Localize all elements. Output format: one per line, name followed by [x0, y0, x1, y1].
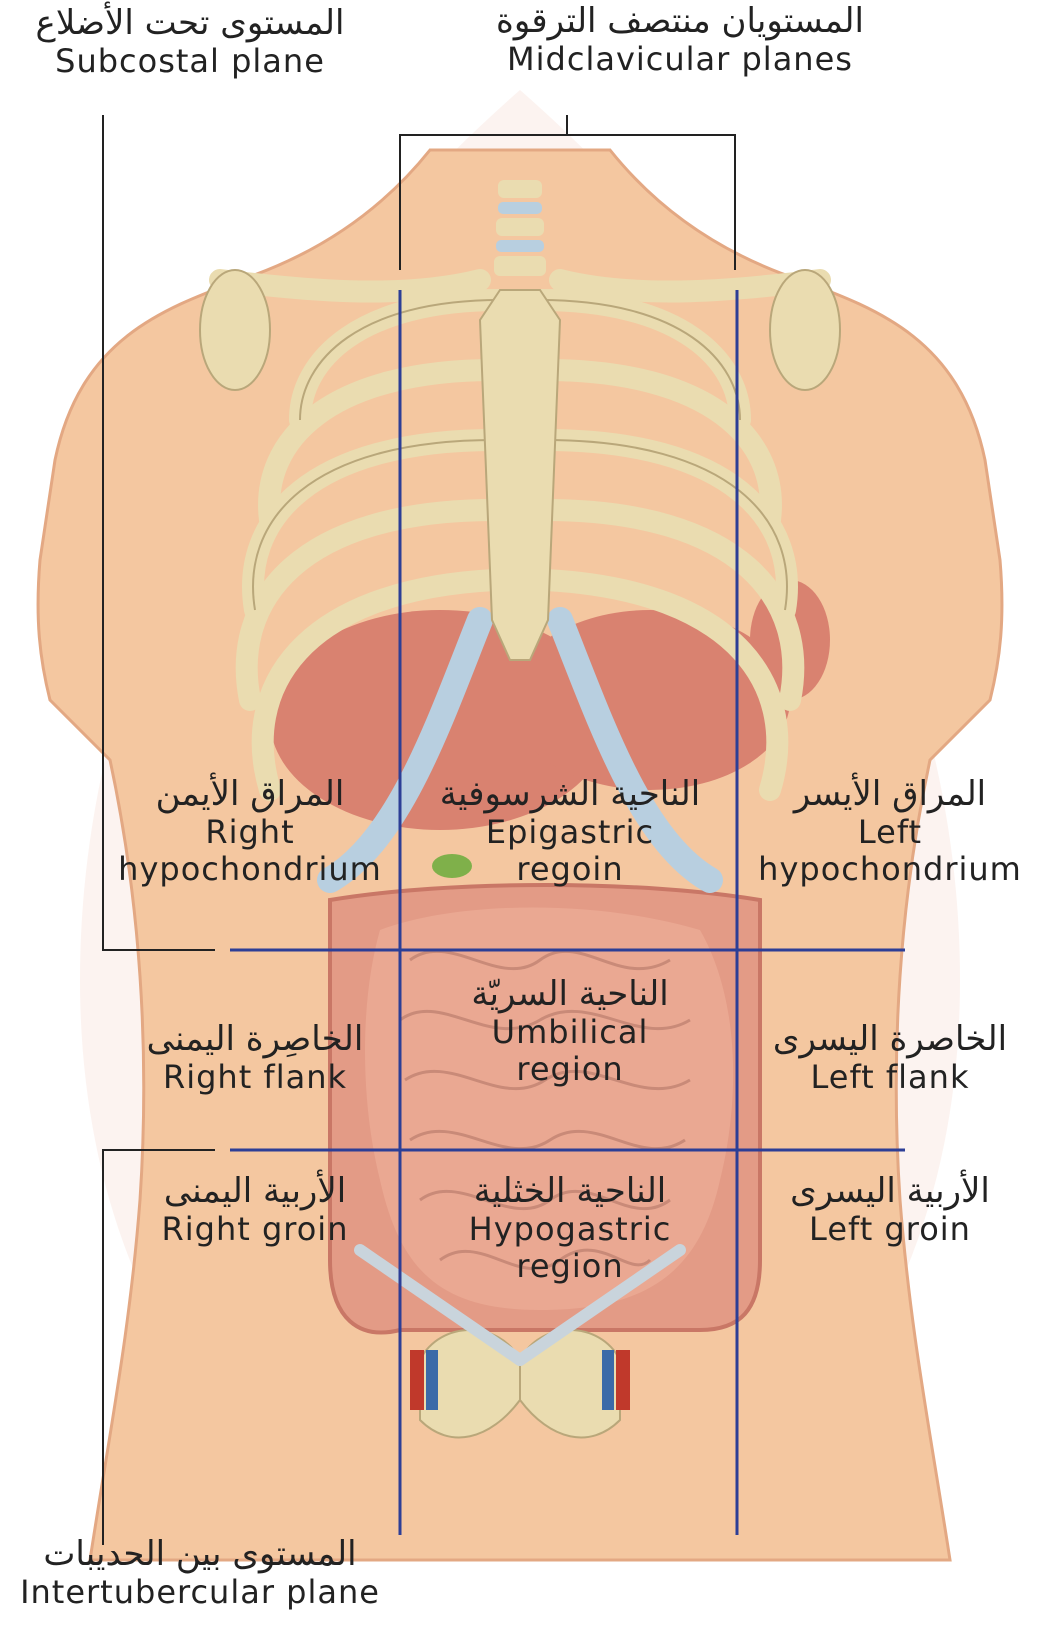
region-en: Right groin	[110, 1211, 400, 1248]
midclavicular-planes-en: Midclavicular planes	[440, 41, 920, 78]
region-ar: الأربية اليمنى	[110, 1172, 400, 1211]
intertubercular-plane-label: المستوى بين الحديبات Intertubercular pla…	[0, 1535, 400, 1611]
region-umbilical: الناحية السريّة Umbilical region	[410, 975, 730, 1088]
stomach	[510, 610, 790, 790]
region-en: Epigastric	[410, 814, 730, 851]
region-en: hypochondrium	[100, 851, 400, 888]
subcostal-plane-en: Subcostal plane	[0, 43, 380, 80]
region-en: Hypogastric	[410, 1211, 730, 1248]
region-left-hypochondrium: المراق الأيسر Left hypochondrium	[740, 775, 1040, 888]
region-ar: المراق الأيمن	[100, 775, 400, 814]
region-ar: الخاصِرة اليمنى	[110, 1020, 400, 1059]
femoral-vessels-right	[426, 1350, 438, 1410]
cervical-spine	[494, 180, 546, 276]
subcostal-plane-ar: المستوى تحت الأضلاع	[0, 4, 380, 43]
left-shoulder-joint	[770, 270, 840, 390]
region-hypogastric: الناحية الخثلية Hypogastric region	[410, 1172, 730, 1285]
region-ar: الناحية السريّة	[410, 975, 730, 1014]
region-en: region	[410, 1248, 730, 1285]
region-epigastric: الناحية الشرسوفية Epigastric regoin	[410, 775, 730, 888]
midclavicular-planes-label: المستويان منتصف الترقوة Midclavicular pl…	[440, 2, 920, 78]
region-right-hypochondrium: المراق الأيمن Right hypochondrium	[100, 775, 400, 888]
femoral-vessels-left	[602, 1350, 614, 1410]
sternum	[480, 290, 560, 660]
region-ar: الناحية الخثلية	[410, 1172, 730, 1211]
region-ar: الناحية الشرسوفية	[410, 775, 730, 814]
region-en: hypochondrium	[740, 851, 1040, 888]
midclavicular-planes-ar: المستويان منتصف الترقوة	[440, 2, 920, 41]
region-en: Right	[100, 814, 400, 851]
region-left-flank: الخاصرة اليسرى Left flank	[740, 1020, 1040, 1096]
femoral-vessels-right	[410, 1350, 424, 1410]
region-en: Left groin	[740, 1211, 1040, 1248]
region-en: Umbilical	[410, 1014, 730, 1051]
subcostal-plane-label: المستوى تحت الأضلاع Subcostal plane	[0, 4, 380, 80]
femoral-vessels-left	[616, 1350, 630, 1410]
region-right-flank: الخاصِرة اليمنى Right flank	[110, 1020, 400, 1096]
region-ar: الأربية اليسرى	[740, 1172, 1040, 1211]
region-ar: الخاصرة اليسرى	[740, 1020, 1040, 1059]
intertubercular-plane-ar: المستوى بين الحديبات	[0, 1535, 400, 1574]
region-en: Left	[740, 814, 1040, 851]
right-shoulder-joint	[200, 270, 270, 390]
region-left-groin: الأربية اليسرى Left groin	[740, 1172, 1040, 1248]
region-en: Right flank	[110, 1059, 400, 1096]
region-en: region	[410, 1051, 730, 1088]
region-en: regoin	[410, 851, 730, 888]
region-ar: المراق الأيسر	[740, 775, 1040, 814]
intertubercular-plane-en: Intertubercular plane	[0, 1574, 400, 1611]
region-right-groin: الأربية اليمنى Right groin	[110, 1172, 400, 1248]
region-en: Left flank	[740, 1059, 1040, 1096]
